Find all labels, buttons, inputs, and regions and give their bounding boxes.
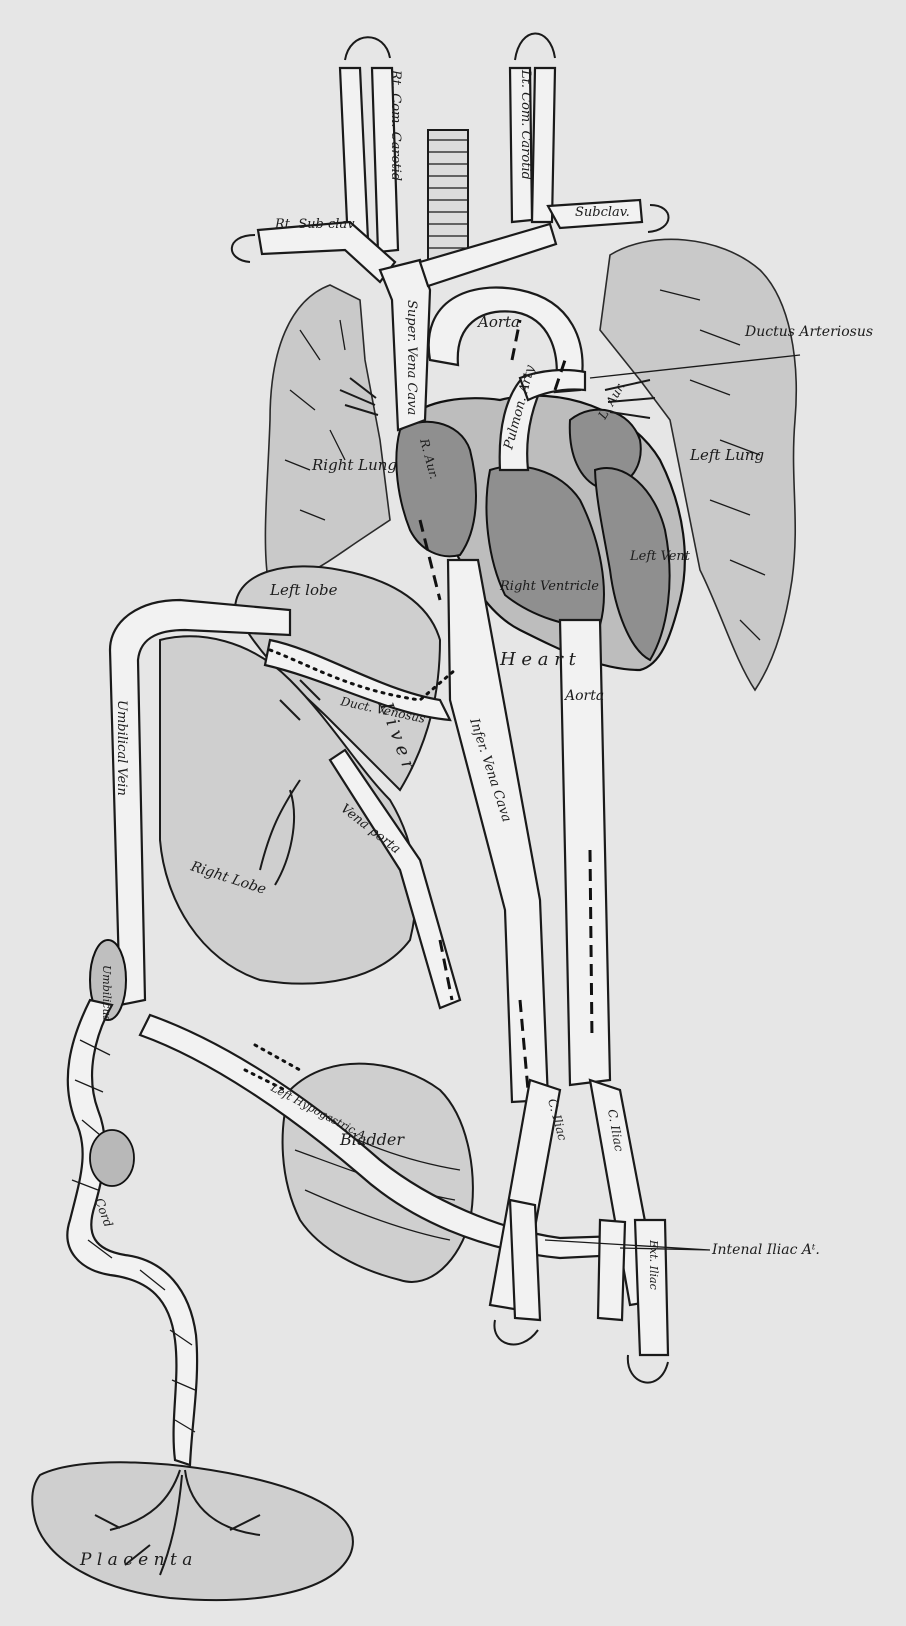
label-rt-com-carotid: Rt. Com. Carotid — [388, 69, 403, 181]
label-umbilical-vein: Umbilical Vein — [114, 700, 129, 796]
label-ductus-arteriosus: Ductus Arteriosus — [744, 324, 873, 340]
right-auricle — [396, 422, 476, 556]
label-superior-vena-cava: Super. Vena Cava — [404, 300, 419, 415]
label-right-lung: Right Lung — [311, 456, 397, 474]
trachea — [428, 130, 468, 260]
label-umbilical-cord: Cord — [92, 1196, 115, 1229]
label-placenta: P l a c e n t a — [79, 1550, 192, 1570]
label-descending-aorta: Aorta — [563, 688, 604, 704]
umbilical-cord — [67, 940, 197, 1465]
liver — [160, 566, 460, 1008]
label-left-ventricle: Left Vent — [629, 549, 691, 564]
left-jugular — [532, 68, 555, 222]
inferior-vena-cava — [448, 560, 548, 1102]
label-liver-left-lobe: Left lobe — [269, 581, 338, 599]
label-umbilicus: Umbilicus — [100, 965, 113, 1022]
label-heart: H e a r t — [499, 649, 577, 670]
heart — [396, 375, 684, 670]
right-lung — [265, 285, 390, 581]
label-lt-subclavian: Subclav. — [575, 205, 630, 220]
left-external-iliac — [598, 1220, 625, 1320]
label-aorta-arch: Aorta — [476, 313, 520, 331]
label-rt-subclavian: Rt. Sub clav — [274, 217, 355, 232]
label-lt-com-carotid: Lt. Com. Carotid — [518, 69, 533, 180]
right-external-iliac — [510, 1200, 540, 1320]
label-right-ventricle: Right Ventricle — [499, 579, 599, 594]
placenta — [32, 1462, 353, 1600]
label-left-lung: Left Lung — [689, 446, 764, 464]
label-internal-iliac: Intenal Iliac Aᵗ. — [711, 1242, 820, 1258]
